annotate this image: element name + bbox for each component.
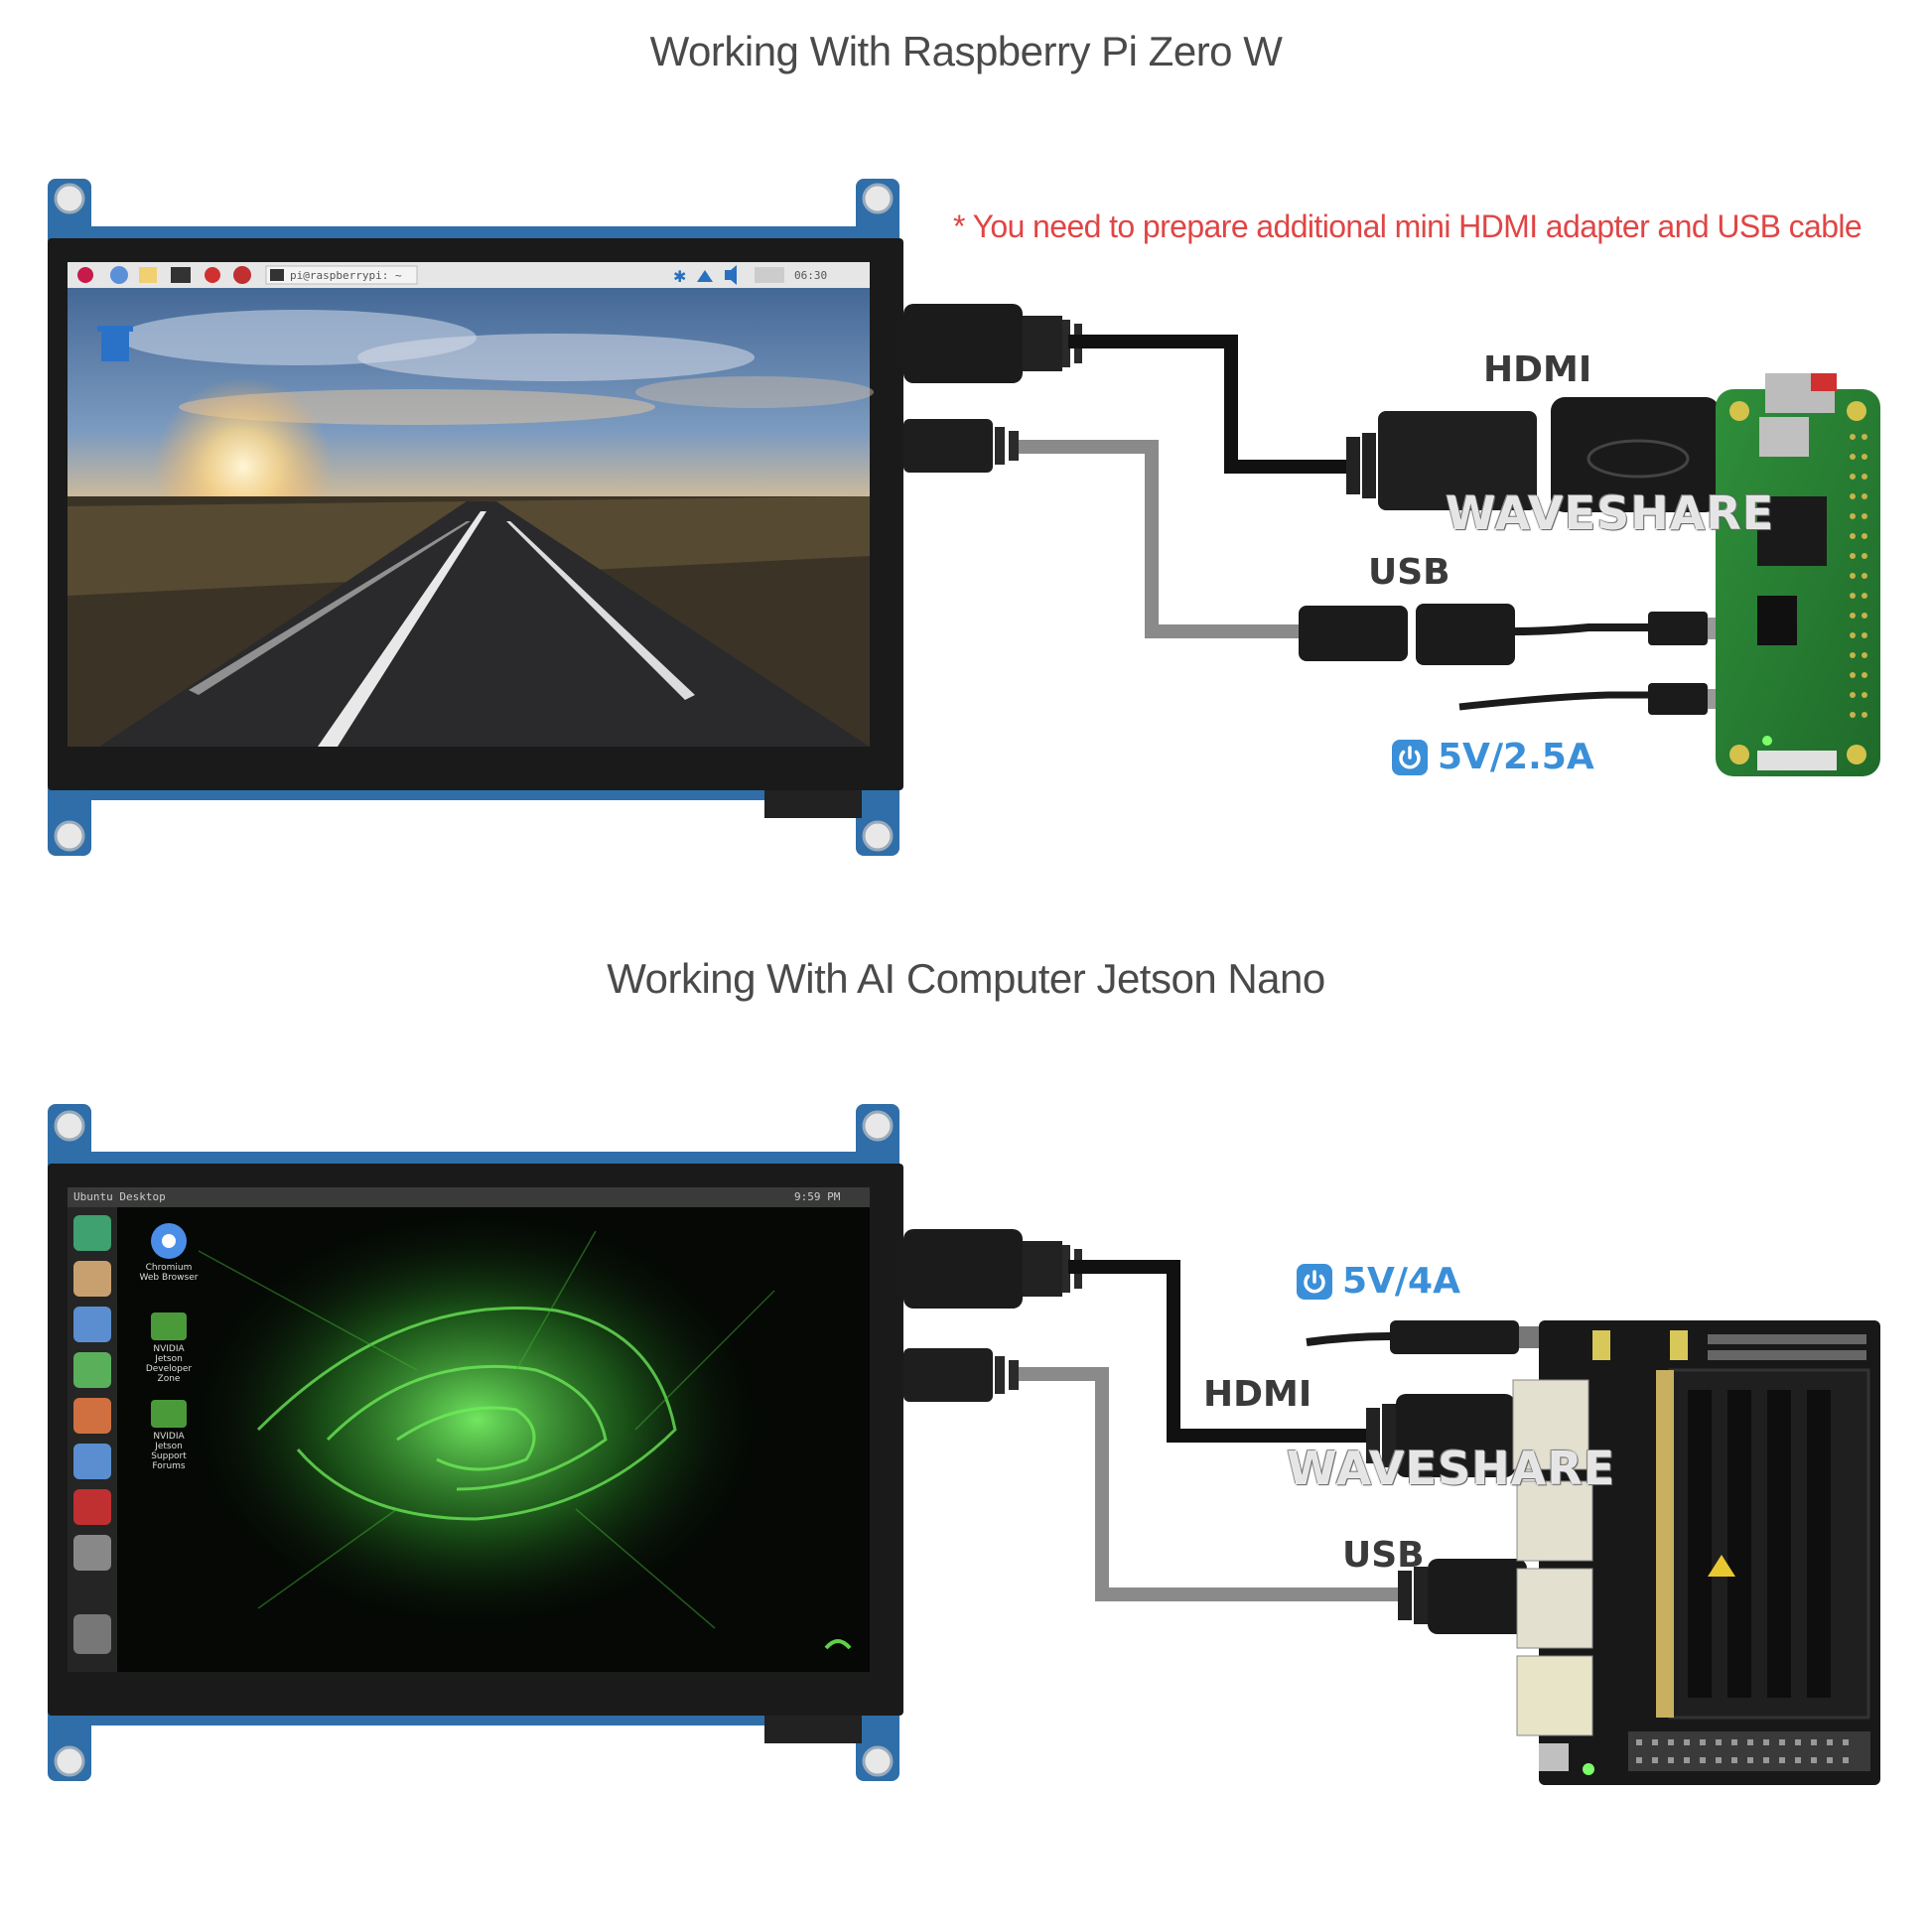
desktop-icon-label: Chromium Web Browser (139, 1263, 199, 1283)
folder-icon (139, 267, 157, 283)
taskbar-window-title: pi@raspberrypi: ~ (290, 269, 402, 282)
raspberry-pi-zero-w (1716, 373, 1880, 776)
nvidia-eye-logo (256, 1307, 677, 1521)
app-icon (233, 266, 251, 284)
hdmi-plug (903, 1229, 1023, 1309)
micro-usb-plug (1648, 612, 1708, 645)
launcher-icon (73, 1489, 111, 1525)
power-spec-2: 5V/4A (1297, 1261, 1460, 1302)
ubuntu-top-bar (68, 1187, 870, 1207)
launcher-icon (73, 1352, 111, 1388)
volume-icon (725, 265, 737, 285)
nvidia-icon (151, 1312, 187, 1340)
launcher-icon (73, 1215, 111, 1251)
ethernet-port (1516, 1655, 1593, 1736)
hdmi-label-2: HDMI (1203, 1374, 1312, 1415)
camera-connector (1757, 751, 1837, 770)
app-icon (205, 267, 220, 283)
usb-plug (903, 419, 993, 473)
micro-usb-port (1539, 1743, 1569, 1771)
mount-hole (54, 1745, 85, 1777)
desktop-icon-label: NVIDIA Jetson Developer Zone (145, 1344, 193, 1384)
terminal-icon (171, 267, 191, 283)
section-title-jetson: Working With AI Computer Jetson Nano (607, 955, 1325, 1002)
globe-icon (110, 266, 128, 284)
launcher-icon (73, 1261, 111, 1297)
watermark-2: WAVESHARE (1287, 1442, 1616, 1495)
usb-port (1516, 1480, 1593, 1562)
hdmi-port (1512, 1379, 1589, 1470)
mount-hole (54, 820, 85, 852)
usb-label-2: USB (1342, 1535, 1425, 1576)
monitor-2 (48, 1104, 903, 1781)
hdmi-adapter (1378, 411, 1537, 510)
power-icon (1392, 739, 1428, 775)
mini-hdmi-adapter (1551, 397, 1720, 512)
usb-cable (1019, 1367, 1400, 1601)
bluetooth-icon: ✱ (673, 267, 686, 286)
hdmi-cable (1068, 335, 1350, 474)
nvidia-icon (151, 1400, 187, 1428)
section-title-pi-zero: Working With Raspberry Pi Zero W (649, 28, 1283, 74)
usb-female-plug (1299, 606, 1408, 661)
mount-hole (862, 1110, 894, 1142)
topbar-clock: 9:59 PM (794, 1190, 841, 1203)
jetson-usb-plug (1428, 1559, 1527, 1634)
launcher-icon (73, 1535, 111, 1571)
topbar-title: Ubuntu Desktop (73, 1190, 166, 1203)
desktop-icon-label: NVIDIA Jetson Support Forums (151, 1432, 187, 1471)
power-icon (1297, 1263, 1332, 1300)
power-cable (1306, 1332, 1391, 1346)
launcher-icon (73, 1444, 111, 1479)
mount-hole (54, 183, 85, 214)
jetson-nano-board (1512, 1320, 1880, 1785)
mount-hole (862, 820, 894, 852)
taskbar-clock: 06:30 (794, 269, 828, 282)
usb-label-1: USB (1368, 552, 1450, 593)
cables-1 (903, 304, 1759, 715)
fpc-connector (764, 1716, 862, 1743)
usb-plug (903, 1348, 993, 1402)
barrel-plug (1390, 1320, 1519, 1354)
trash-icon (101, 332, 129, 361)
jetson-hdmi-plug (1396, 1394, 1515, 1477)
power-spec-value: 5V/2.5A (1438, 737, 1594, 777)
hdmi-plug (903, 304, 1023, 383)
otg-adapter (1416, 604, 1515, 665)
power-spec-value: 5V/4A (1342, 1261, 1460, 1302)
power-cable (1458, 691, 1648, 711)
launcher-icon (73, 1307, 111, 1342)
mount-hole (862, 183, 894, 214)
hdmi-cable (1068, 1260, 1370, 1443)
soc-chip (1757, 496, 1827, 566)
power-spec-1: 5V/2.5A (1392, 737, 1594, 777)
nvidia-corner-icon (824, 1639, 852, 1650)
hdmi-label-1: HDMI (1483, 349, 1592, 390)
micro-usb-power-plug (1648, 683, 1708, 715)
watermark-1: WAVESHARE (1446, 486, 1775, 540)
usb-cable (1019, 440, 1301, 638)
warning-icon (1708, 1555, 1735, 1577)
raspberry-icon (77, 267, 93, 283)
monitor-1: ✱ (48, 179, 903, 856)
fpc-connector (764, 790, 862, 818)
module-edge (1656, 1370, 1674, 1718)
wifi-icon (697, 270, 713, 282)
cables-2 (903, 1229, 1549, 1634)
usb-port (1516, 1568, 1593, 1649)
adapter-note: * You need to prepare additional mini HD… (953, 208, 1863, 244)
nvidia-glow (179, 1201, 774, 1638)
mount-hole (862, 1745, 894, 1777)
mount-hole (54, 1110, 85, 1142)
trash-icon (73, 1614, 111, 1654)
launcher-icon (73, 1398, 111, 1434)
taskbar-window-button (265, 265, 418, 285)
